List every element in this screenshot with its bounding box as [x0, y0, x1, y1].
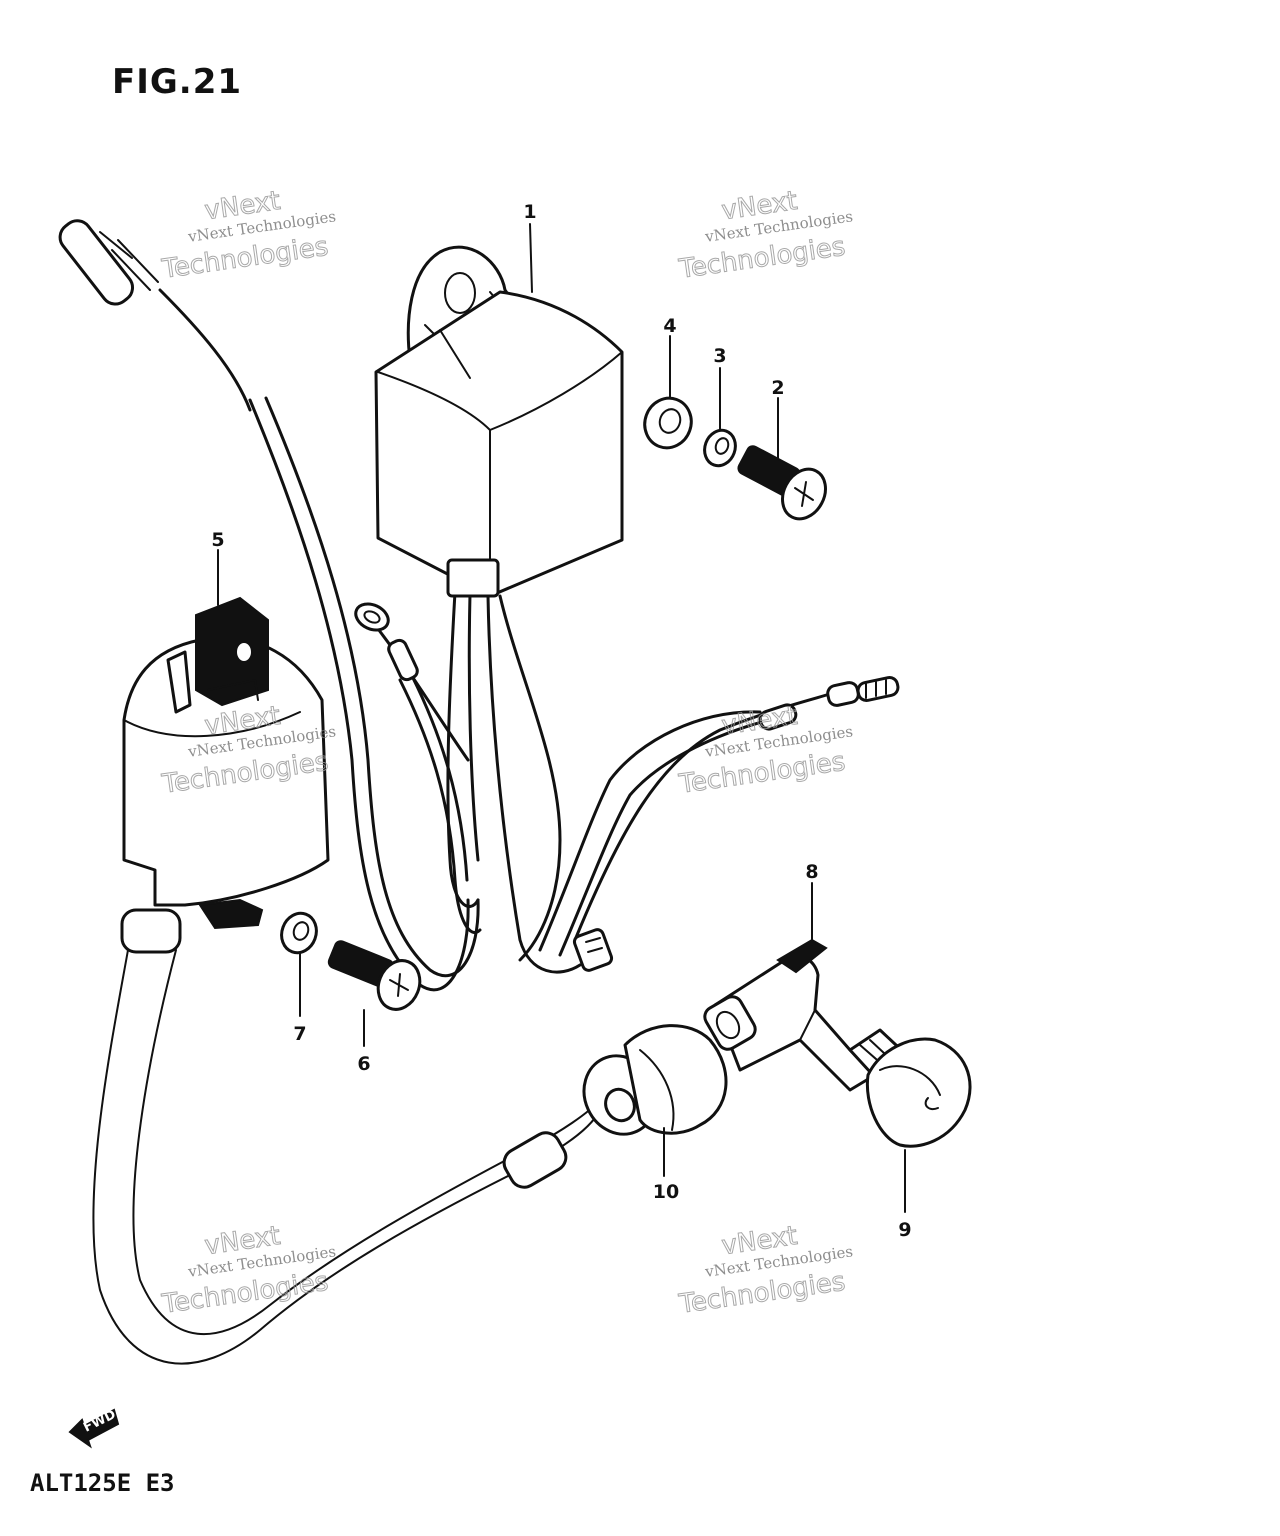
svg-text:Technologies: Technologies: [677, 747, 848, 800]
wire-harness: [158, 288, 832, 992]
part-4-washer: [643, 396, 693, 450]
part-6-screw: [327, 940, 422, 1011]
part-10-cord-seal: [582, 1024, 728, 1136]
ring-terminal: [354, 602, 419, 682]
part-7-lock-washer: [280, 911, 318, 955]
callout-8: 8: [805, 861, 818, 883]
part-3-lock-washer: [703, 428, 737, 468]
figure-title: FIG.21: [112, 62, 243, 102]
watermark-bottom-right: vNext vNext Technologies Technologies: [676, 1220, 854, 1320]
part-2-screw: [737, 445, 827, 521]
callout-3: 3: [713, 345, 726, 367]
callout-4: 4: [663, 315, 676, 337]
svg-text:Technologies: Technologies: [160, 1267, 331, 1320]
callout-10: 10: [653, 1181, 679, 1203]
svg-text:Technologies: Technologies: [677, 1267, 848, 1320]
callout-7: 7: [293, 1023, 306, 1045]
callout-9: 9: [898, 1219, 911, 1241]
leader-lines: [217, 223, 906, 1213]
part-5-ignition-coil: [92, 596, 603, 1365]
model-code: ALT125E E3: [30, 1469, 175, 1497]
svg-text:Technologies: Technologies: [160, 232, 331, 285]
part-1-cdi-unit: [374, 245, 624, 598]
callout-2: 2: [771, 377, 784, 399]
bullet-terminal: [58, 219, 159, 306]
watermark-top-right: vNext vNext Technologies Technologies: [676, 185, 854, 285]
callout-1: 1: [523, 201, 536, 223]
callout-6: 6: [357, 1053, 370, 1075]
watermark-bottom-left: vNext vNext Technologies Technologies: [159, 1220, 337, 1320]
fwd-direction-marker: FWD: [68, 1407, 120, 1449]
watermark-top-left: vNext vNext Technologies Technologies: [159, 185, 337, 285]
wire-connectors: [758, 676, 900, 731]
callout-numbers: 1 2 3 4 5 6 7 8 9 10: [211, 201, 911, 1241]
callout-5: 5: [211, 529, 224, 551]
part-9-cap-cover: [865, 1037, 972, 1148]
svg-text:Technologies: Technologies: [677, 232, 848, 285]
